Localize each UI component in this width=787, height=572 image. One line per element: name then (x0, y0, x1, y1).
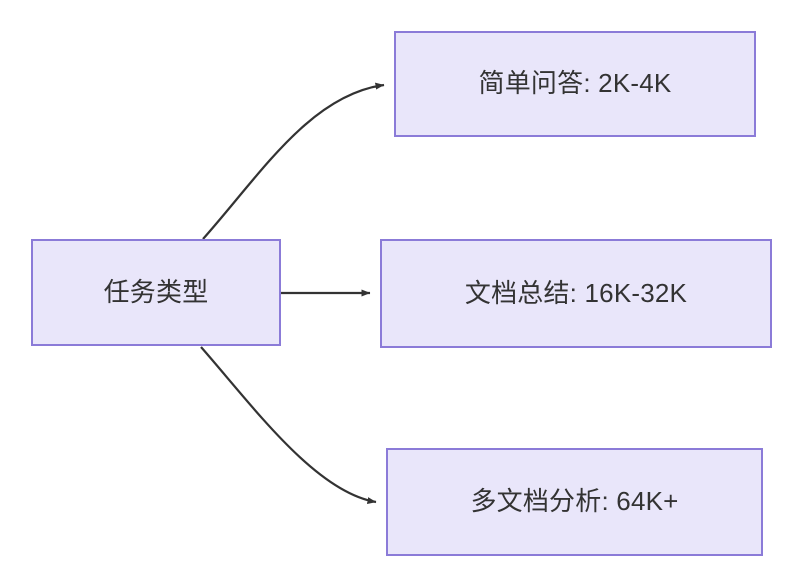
node-task-type-label: 任务类型 (103, 276, 209, 307)
node-multi-doc[interactable]: 多文档分析: 64K+ (386, 448, 763, 556)
edge-task-to-simple-qa (202, 82, 385, 240)
node-doc-summary-label: 文档总结: 16K-32K (464, 277, 688, 308)
node-simple-qa-label: 简单问答: 2K-4K (478, 68, 672, 99)
node-doc-summary[interactable]: 文档总结: 16K-32K (380, 239, 772, 348)
node-simple-qa[interactable]: 简单问答: 2K-4K (394, 31, 756, 137)
node-task-type[interactable]: 任务类型 (31, 239, 281, 346)
node-multi-doc-label: 多文档分析: 64K+ (470, 486, 679, 517)
edge-task-to-multi-doc (200, 346, 377, 505)
